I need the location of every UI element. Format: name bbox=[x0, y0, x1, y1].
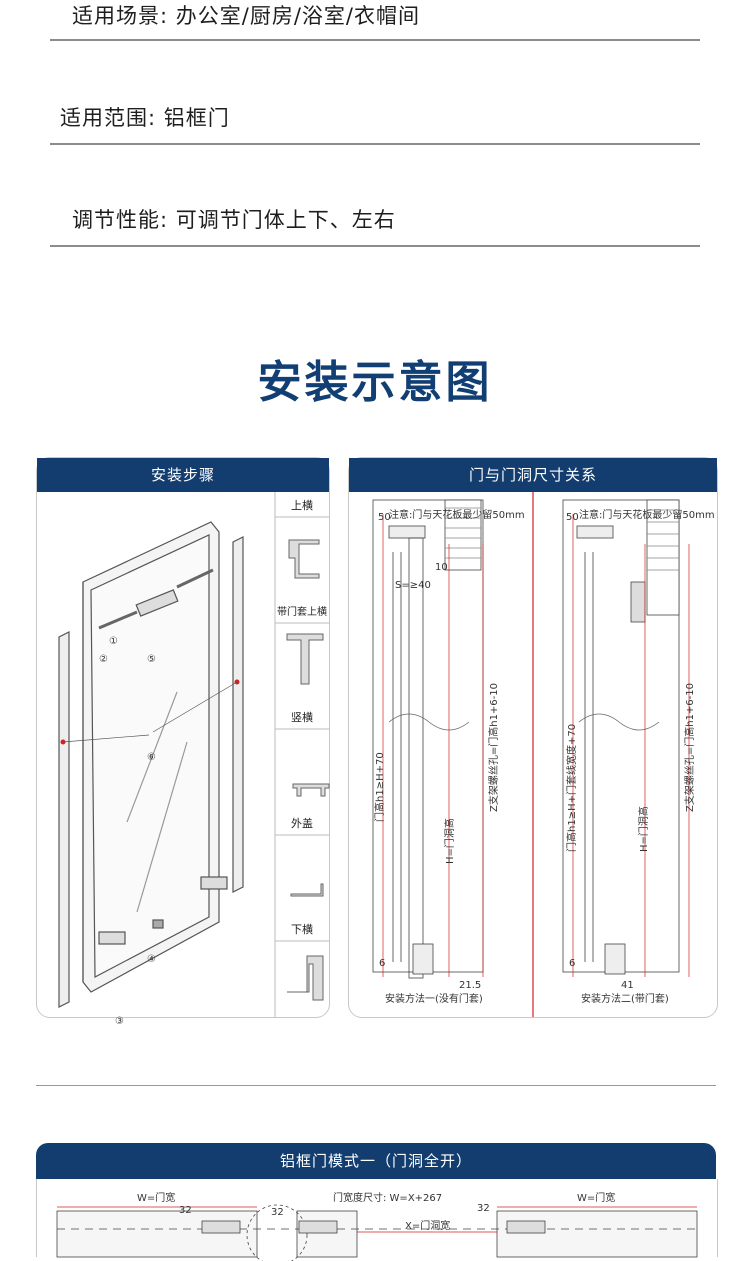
size-relation-card: 门与门洞尺寸关系 bbox=[348, 457, 718, 1018]
size-diagram: 注意:门与天花板最少留50mm 50 10 S=≥40 21.5 6 安装方法一… bbox=[372, 492, 715, 1017]
spec-divider bbox=[50, 143, 700, 145]
profile-label-vertical: 竖横 bbox=[291, 711, 313, 724]
section-divider bbox=[36, 1085, 716, 1086]
x-label: X=门洞宽 bbox=[405, 1219, 450, 1232]
hole-height-left: H=门洞高 bbox=[443, 818, 456, 864]
spec-scene: 适用场景: 办公室/厨房/浴室/衣帽间 bbox=[72, 4, 420, 28]
door-height-left: 门高h1≥H+70 bbox=[373, 752, 386, 822]
spec-adjust: 调节性能: 可调节门体上下、左右 bbox=[72, 208, 396, 232]
dim-32-a: 32 bbox=[179, 1205, 192, 1216]
mode-one-diagram: W=门宽 32 32 门宽度尺寸: W=X+267 X=门洞宽 32 W=门宽 bbox=[36, 1179, 718, 1261]
callout-1: ① bbox=[109, 636, 118, 647]
w-right: W=门宽 bbox=[577, 1191, 615, 1204]
profile-label-bottom: 下横 bbox=[291, 923, 313, 936]
install-diagram: ① ② ⑤ ⑥ ④ ③ bbox=[58, 492, 330, 1027]
dim-41: 41 bbox=[621, 980, 634, 991]
dim-s: S=≥40 bbox=[395, 580, 431, 591]
dim-32-b: 32 bbox=[271, 1207, 284, 1218]
dim-6-right: 6 bbox=[569, 958, 575, 969]
mode-one-title: 铝框门模式一（门洞全开） bbox=[36, 1143, 716, 1179]
spec-range: 适用范围: 铝框门 bbox=[60, 106, 230, 130]
hole-height-right: H=门洞高 bbox=[637, 806, 650, 852]
callout-2: ② bbox=[99, 654, 108, 665]
dim-21-5: 21.5 bbox=[459, 980, 481, 991]
dim-32-c: 32 bbox=[477, 1203, 490, 1214]
spec-divider bbox=[50, 245, 700, 247]
w-left: W=门宽 bbox=[137, 1191, 175, 1204]
method-right: 安装方法二(带门套) bbox=[581, 992, 669, 1005]
profile-label-top-sleeve: 带门套上横 bbox=[277, 607, 327, 618]
method-left: 安装方法一(没有门套) bbox=[385, 992, 483, 1005]
callout-5: ⑤ bbox=[147, 654, 156, 665]
note-right: 注意:门与天花板最少留50mm bbox=[579, 508, 715, 521]
screw-hole-right: Z支架螺丝孔=门高h1+6-10 bbox=[683, 683, 696, 812]
formula: 门宽度尺寸: W=X+267 bbox=[333, 1191, 442, 1204]
install-steps-title: 安装步骤 bbox=[37, 458, 329, 492]
note-left: 注意:门与天花板最少留50mm bbox=[389, 508, 525, 521]
dim-6-left: 6 bbox=[379, 958, 385, 969]
gap-left: 50 bbox=[378, 512, 391, 523]
size-relation-title: 门与门洞尺寸关系 bbox=[349, 458, 717, 492]
install-steps-card: 安装步骤 bbox=[36, 457, 330, 1027]
screw-hole-left: Z支架螺丝孔=门高h1+6-10 bbox=[487, 683, 500, 812]
gap-right: 50 bbox=[566, 512, 579, 523]
dim-10: 10 bbox=[435, 562, 448, 573]
profile-label-cover: 外盖 bbox=[291, 817, 313, 830]
profile-label-top: 上横 bbox=[291, 499, 313, 512]
install-callouts: ① ② ⑤ ⑥ ④ ③ bbox=[99, 636, 156, 1027]
callout-4: ④ bbox=[147, 954, 156, 965]
door-height-right: 门高h1≥H+门套线宽度+70 bbox=[565, 724, 578, 852]
callout-3: ③ bbox=[115, 1016, 124, 1027]
section-title: 安装示意图 bbox=[257, 357, 493, 408]
spec-divider bbox=[50, 39, 700, 41]
callout-6: ⑥ bbox=[147, 752, 156, 763]
